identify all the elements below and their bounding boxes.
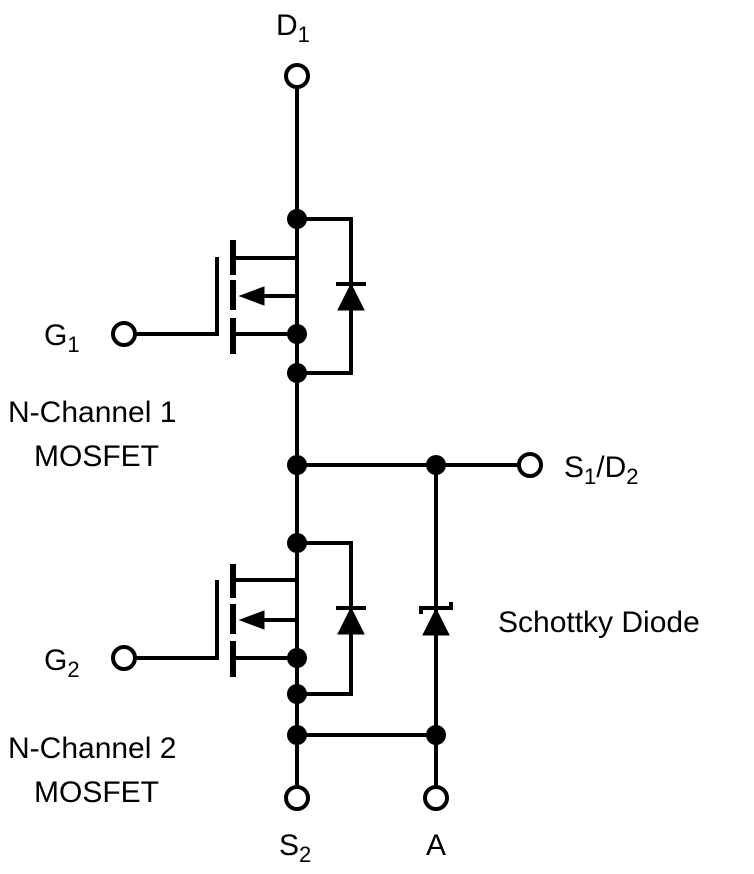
body-diode-1-triangle	[337, 282, 365, 311]
body-diode-2-triangle	[337, 606, 365, 635]
label-s1d2: S1/D2	[564, 451, 639, 489]
label-schottky-diode: Schottky Diode	[498, 606, 700, 639]
node-m2-diode	[287, 684, 307, 704]
node-m1-drain	[287, 209, 307, 229]
terminal-d1	[284, 63, 310, 89]
terminal-s1d2	[517, 452, 543, 478]
label-mosfet1-line1: N-Channel 1	[8, 396, 176, 429]
terminal-s2	[284, 785, 310, 811]
schottky-cathode-bar	[419, 602, 453, 614]
node-bottom-right	[426, 725, 446, 745]
node-m1-source	[287, 324, 307, 344]
node-mid-left	[287, 455, 307, 475]
node-m1-diode	[287, 363, 307, 383]
mosfet-1	[136, 209, 366, 383]
label-d1: D1	[276, 9, 310, 47]
label-g1: G1	[44, 319, 80, 357]
label-mosfet2-line1: N-Channel 2	[8, 732, 176, 765]
label-a: A	[426, 829, 446, 862]
terminal-g2	[111, 645, 137, 671]
node-m2-drain	[287, 533, 307, 553]
label-mosfet1-line2: MOSFET	[34, 440, 159, 473]
terminal-a	[423, 785, 449, 811]
mosfet-1-body-arrow	[238, 286, 265, 306]
schottky-triangle	[422, 607, 450, 636]
node-m2-source	[287, 648, 307, 668]
label-mosfet2-line2: MOSFET	[34, 776, 159, 809]
label-s2: S2	[279, 829, 311, 867]
mosfet-2-body-arrow	[238, 610, 265, 630]
label-g2: G2	[44, 644, 80, 682]
mosfet-2	[136, 533, 366, 704]
body-diode-2-loop	[297, 541, 353, 696]
node-bottom-left	[287, 725, 307, 745]
terminal-g1	[111, 321, 137, 347]
body-diode-1-loop	[297, 217, 353, 375]
